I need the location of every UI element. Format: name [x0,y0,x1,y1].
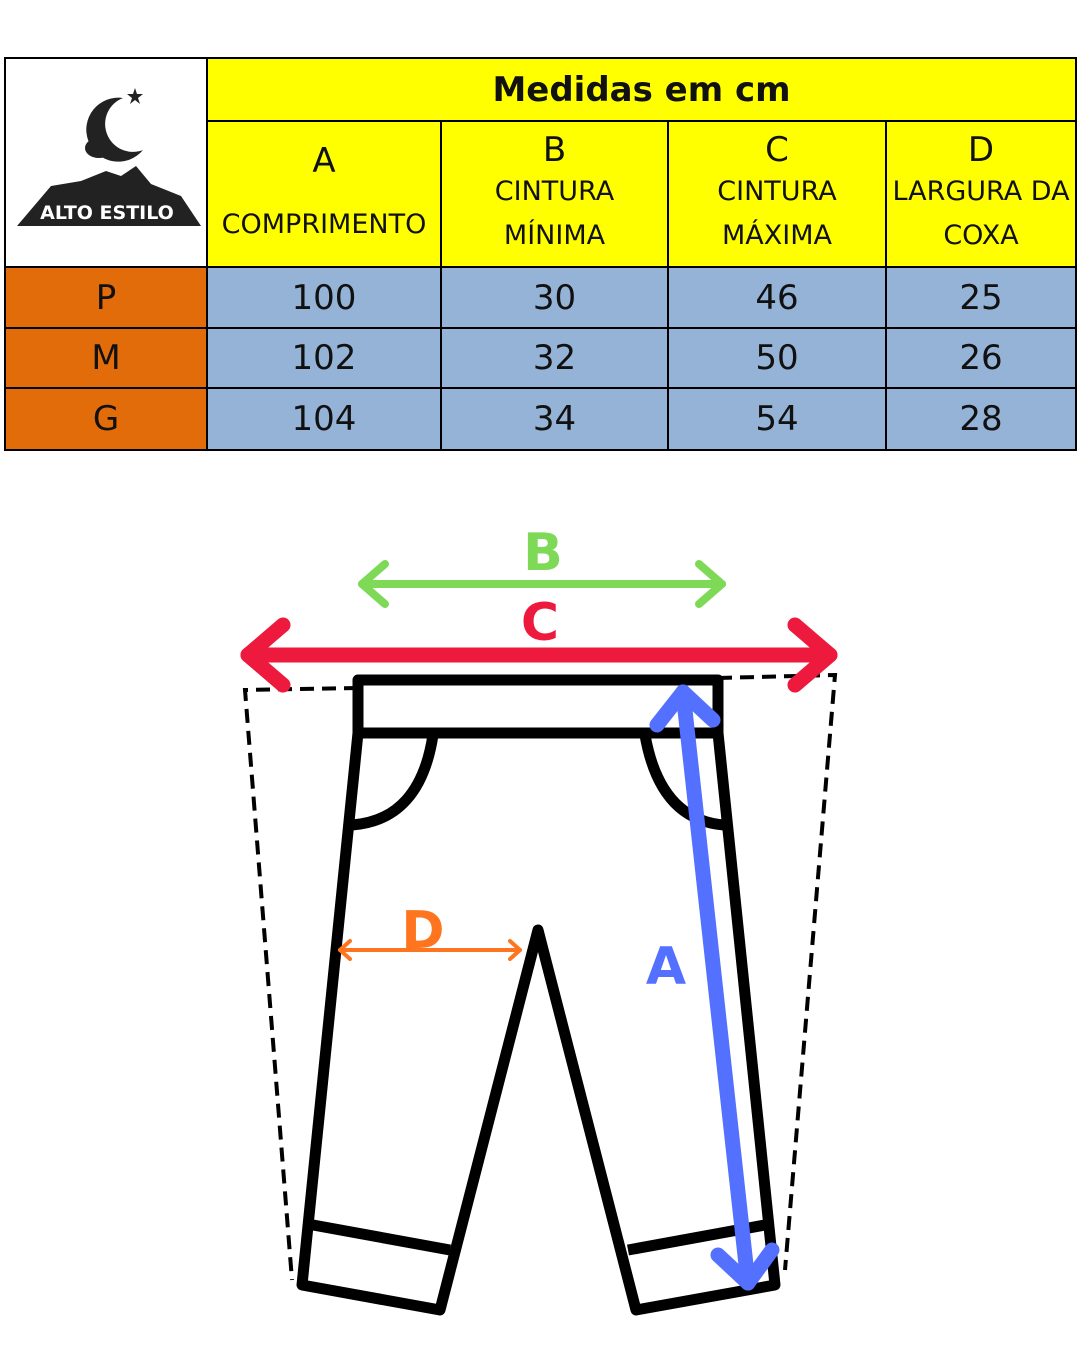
size-label: M [4,327,208,389]
cell-value: 104 [206,387,442,451]
size-label: G [4,387,208,451]
logo-cell: ALTO ESTILO [4,57,208,268]
label-c: C [521,593,559,653]
cell-value: 102 [206,327,442,389]
arrow-a [649,684,780,1291]
cell-value: 46 [667,266,887,329]
logo-text: ALTO ESTILO [40,202,174,224]
label-d: D [401,901,444,961]
label-b: B [523,523,563,583]
table-row: M 102 32 50 26 [4,327,1078,389]
cell-value: 54 [667,387,887,451]
table-row: P 100 30 46 25 [4,266,1078,329]
arrow-c [240,617,838,693]
cell-value: 26 [884,327,1078,389]
arrow-d [338,939,522,961]
arrow-b [358,560,726,608]
cell-value: 28 [884,387,1078,451]
table-row: G 104 34 54 28 [4,387,1078,451]
cell-value: 100 [206,266,442,329]
cell-value: 34 [440,387,669,451]
label-a: A [646,937,686,997]
cell-value: 50 [667,327,887,389]
cell-value: 30 [440,266,669,329]
pants-outline [296,674,781,1316]
cell-value: 32 [440,327,669,389]
brand-logo: ALTO ESTILO [17,87,201,226]
cell-value: 25 [884,266,1078,329]
table-title: Medidas em cm [205,57,1078,122]
size-label: P [4,266,208,329]
dashed-outline [242,672,838,1281]
